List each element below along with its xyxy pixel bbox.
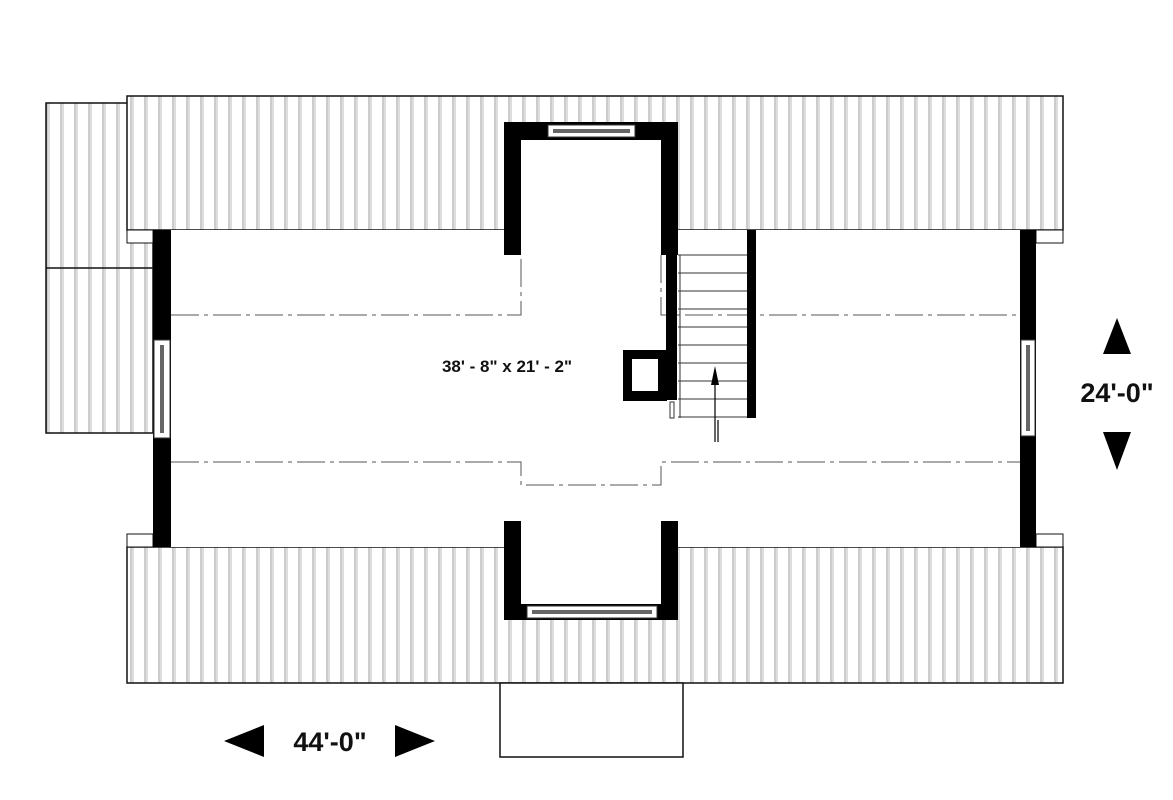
dormer-top-floor — [504, 122, 678, 262]
arrow-left-icon — [224, 725, 264, 757]
staircase — [669, 254, 747, 419]
floor-area — [153, 230, 1036, 547]
stair-direction-arrow-icon — [711, 366, 719, 442]
dormer-bottom-floor — [504, 520, 678, 620]
width-dimension-label: 44'-0" — [293, 727, 366, 757]
porch — [499, 682, 684, 758]
window-top — [547, 124, 636, 138]
depth-dimension-label: 24'-0" — [1080, 378, 1153, 408]
arrow-down-icon — [1103, 432, 1131, 470]
chimney — [623, 350, 667, 401]
arrow-right-icon — [395, 725, 435, 757]
window-bottom — [526, 605, 658, 619]
knee-wall-lines — [171, 255, 1020, 486]
room-dimensions-label: 38' - 8" x 21' - 2" — [442, 357, 572, 376]
arrow-up-icon — [1103, 318, 1131, 354]
window-left — [153, 339, 171, 439]
window-right — [1020, 339, 1036, 437]
